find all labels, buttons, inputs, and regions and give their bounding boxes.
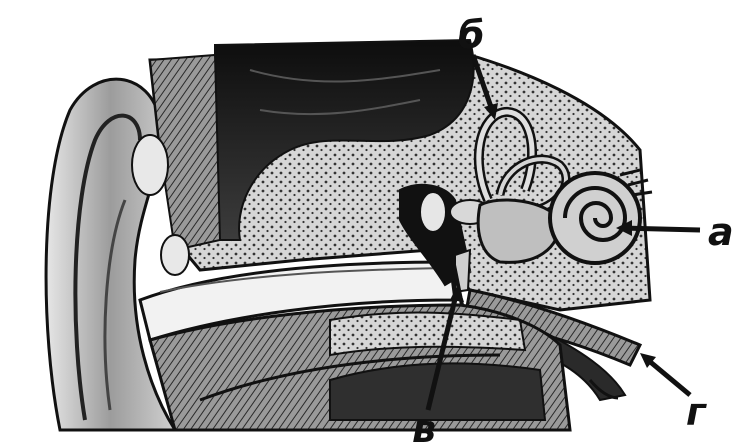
arrow-g [648,360,690,395]
label-g: г [686,390,707,434]
upper-tissue [132,55,220,275]
label-b: б [458,13,485,57]
label-a: а [708,210,734,254]
arrow-a [622,228,700,230]
auricle [46,79,175,430]
malleus [420,192,446,232]
label-v: в [412,407,436,445]
